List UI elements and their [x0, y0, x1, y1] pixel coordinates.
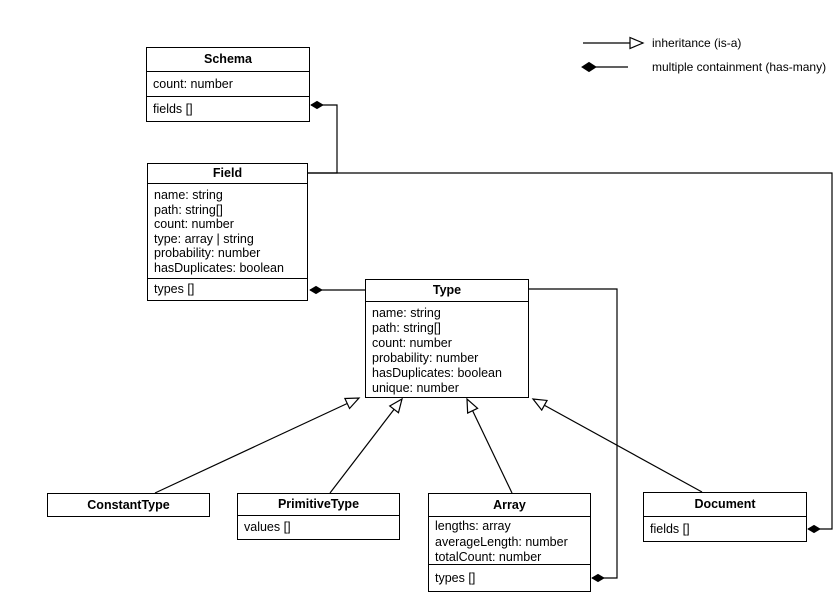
class-title-field: Field — [212, 166, 243, 180]
type-attributes: name: string path: string[] count: numbe… — [366, 301, 528, 397]
class-title-array: Array — [493, 497, 526, 512]
array-attribute-totalcount: totalCount: number — [435, 550, 542, 564]
legend-inheritance-label: inheritance (is-a) — [652, 36, 742, 50]
field-compartment-types: types [] — [148, 278, 307, 300]
field-attribute-count: count: number — [154, 217, 234, 231]
field-attributes: name: string path: string[] count: numbe… — [148, 183, 307, 278]
type-attribute-unique: unique: number — [372, 381, 459, 395]
array-attributes: lengths: array averageLength: number tot… — [429, 516, 590, 564]
class-title-constanttype: ConstantType — [87, 497, 170, 512]
schema-compartment-fields: fields [] — [147, 96, 309, 121]
field-attribute-hasduplicates: hasDuplicates: boolean — [154, 260, 284, 275]
field-attribute-path: path: string[] — [154, 202, 223, 217]
edge-containment-schema-fields-field — [308, 105, 338, 174]
class-title-schema: Schema — [204, 52, 252, 66]
type-attribute-hasduplicates: hasDuplicates: boolean — [372, 366, 502, 380]
class-title-document: Document — [694, 497, 756, 511]
edge-inheritance-primitivetype-type — [329, 397, 403, 494]
edge-containment-array-types-type — [529, 288, 618, 578]
type-attribute-count: count: number — [372, 336, 452, 350]
class-title-primitivetype: PrimitiveType — [277, 497, 360, 511]
array-compartment-types: types [] — [429, 564, 590, 591]
class-box-primitivetype: PrimitiveType values [] — [237, 493, 400, 540]
edge-inheritance-document-type — [531, 398, 703, 493]
document-compartment-fields: fields [] — [644, 516, 806, 541]
class-box-field: Field name: string path: string[] count:… — [147, 163, 308, 301]
schema-attribute-count: count: number — [147, 71, 309, 96]
array-attribute-averagelength: averageLength: number — [435, 534, 568, 549]
type-attribute-path: path: string[] — [372, 321, 441, 335]
class-box-schema: Schema count: number fields [] — [146, 47, 310, 122]
class-box-type: Type name: string path: string[] count: … — [365, 279, 529, 398]
primitivetype-compartment-values: values [] — [238, 515, 399, 539]
legend-containment-label: multiple containment (has-many) — [652, 60, 827, 74]
class-box-array: Array lengths: array averageLength: numb… — [428, 493, 591, 592]
class-box-document: Document fields [] — [643, 492, 807, 542]
field-attribute-name: name: string — [154, 188, 223, 202]
type-attribute-name: name: string — [372, 306, 441, 320]
type-attribute-probability: probability: number — [372, 351, 479, 365]
field-attribute-probability: probability: number — [154, 246, 261, 260]
class-box-constanttype: ConstantType — [47, 493, 210, 517]
field-attribute-type: type: array | string — [154, 231, 254, 246]
edge-containment-document-fields-field — [308, 172, 833, 529]
containment-diamond-icon — [581, 61, 628, 73]
array-attribute-lengths: lengths: array — [435, 519, 511, 533]
edge-inheritance-array-type — [466, 397, 513, 494]
class-title-type: Type — [432, 283, 462, 297]
edge-inheritance-constanttype-type — [154, 397, 361, 494]
